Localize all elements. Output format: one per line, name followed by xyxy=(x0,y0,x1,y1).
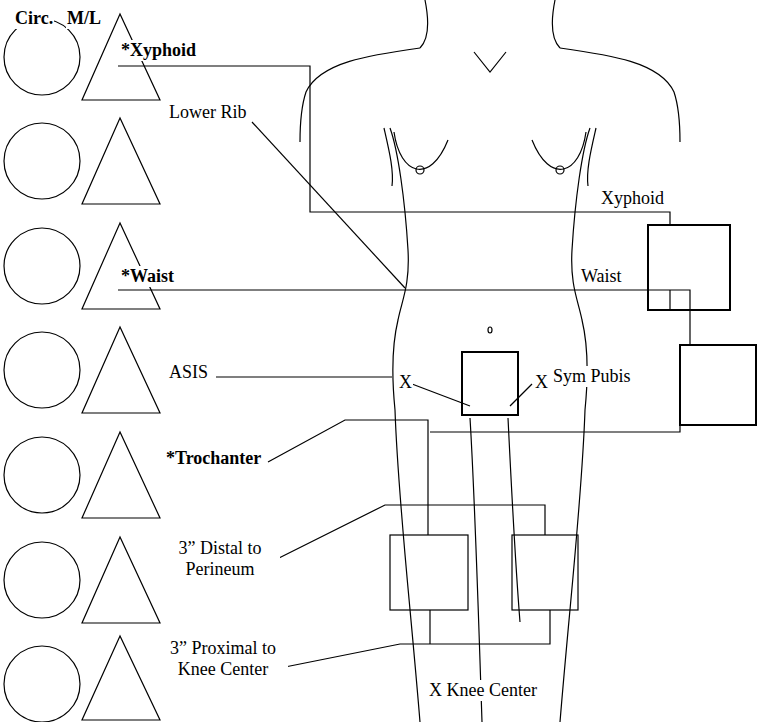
measurement-label: X xyxy=(398,372,413,393)
measurement-label: Circ. xyxy=(14,8,54,29)
measurement-label: *Xyphoid xyxy=(120,40,197,61)
measurement-label: Xyphoid xyxy=(600,188,665,209)
ml-triangles xyxy=(82,14,160,720)
measurement-label: 3” Distal to Perineum xyxy=(160,538,280,580)
measurement-label: *Waist xyxy=(120,266,175,287)
circumference-circles xyxy=(4,19,80,722)
body-outline xyxy=(300,0,680,722)
measurement-label: Lower Rib xyxy=(168,102,247,123)
measurement-label: Waist xyxy=(580,266,623,287)
measurement-label: *Trochanter xyxy=(165,448,262,469)
measurement-boxes xyxy=(390,225,756,610)
measurement-label: ASIS xyxy=(168,362,209,383)
measurement-label: X xyxy=(534,372,549,393)
measurement-label: Sym Pubis xyxy=(552,366,632,387)
measurement-label: X Knee Center xyxy=(428,680,538,701)
leader-lines xyxy=(118,66,690,668)
measurement-label: M/L xyxy=(66,8,102,29)
measurement-label: 3” Proximal to Knee Center xyxy=(158,638,288,680)
